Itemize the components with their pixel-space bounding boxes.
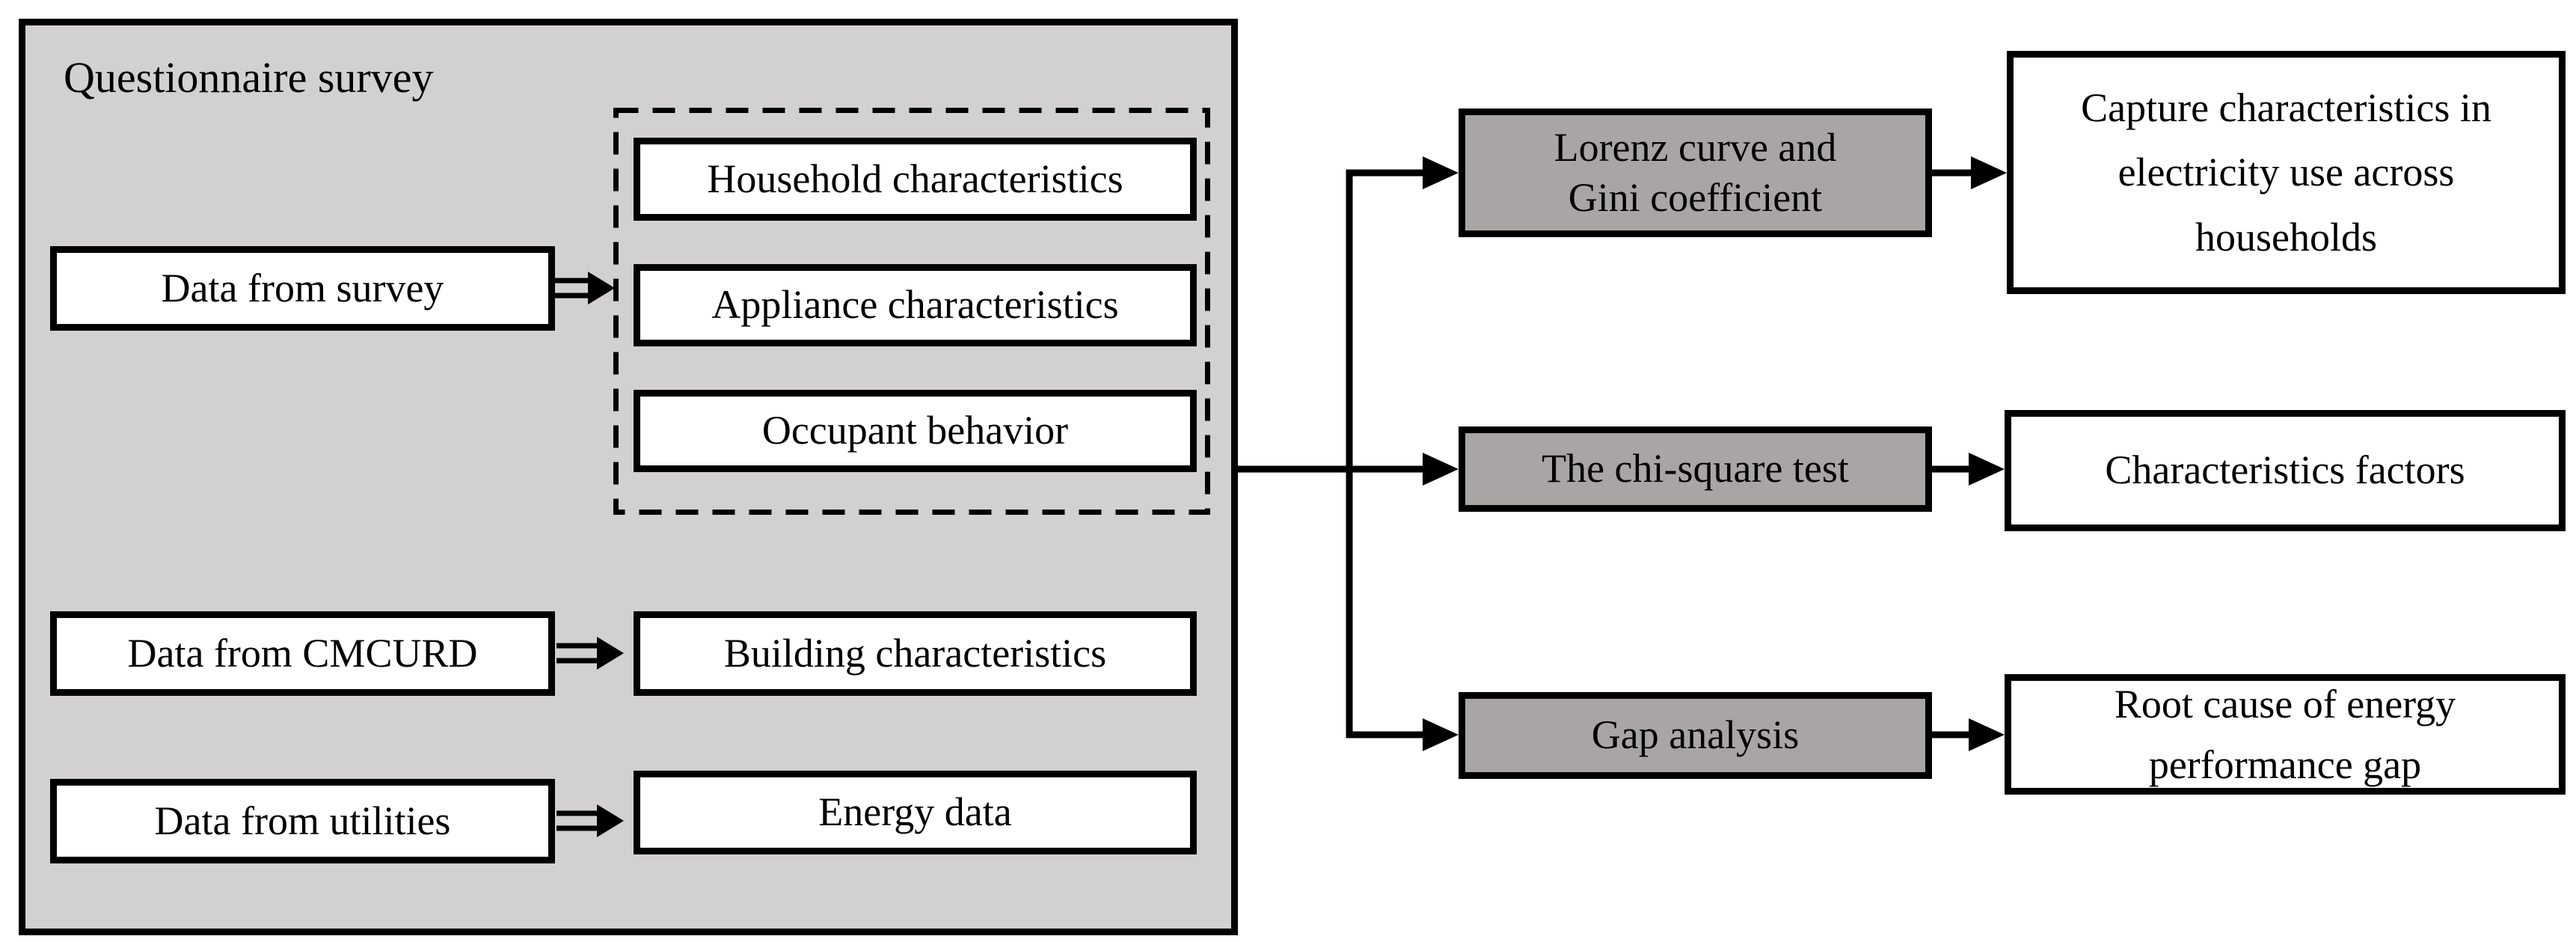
box-gap-analysis: Gap analysis — [1459, 692, 1932, 779]
dashed-group-border — [613, 108, 1210, 515]
arrowhead-middle-icon — [1423, 453, 1459, 486]
chi-arrowhead-icon — [1969, 453, 2005, 486]
box-occupant-behavior: Occupant behavior — [634, 390, 1197, 472]
gap-arrowhead-icon — [1969, 718, 2005, 751]
box-energy-data: Energy data — [634, 771, 1197, 854]
box-data-from-survey: Data from survey — [50, 246, 555, 331]
arrowhead-bottom-icon — [1423, 718, 1459, 751]
box-capture-characteristics: Capture characteristics in electricity u… — [2007, 51, 2566, 294]
box-appliance-characteristics: Appliance characteristics — [634, 264, 1197, 346]
double-arrow-icon — [548, 272, 615, 305]
lorenz-arrowhead-icon — [1971, 156, 2007, 189]
box-household-characteristics: Household characteristics — [634, 138, 1197, 221]
box-data-from-utilities: Data from utilities — [50, 779, 555, 863]
box-chi-square-test: The chi-square test — [1459, 426, 1932, 512]
box-characteristics-factors: Characteristics factors — [2005, 410, 2566, 531]
double-arrow-icon — [556, 637, 624, 670]
arrowhead-top-icon — [1423, 156, 1459, 189]
double-arrow-icon — [556, 804, 624, 837]
box-data-from-cmcurd: Data from CMCURD — [50, 611, 555, 696]
questionnaire-survey-title: Questionnaire survey — [64, 53, 434, 102]
box-building-characteristics: Building characteristics — [634, 611, 1197, 696]
trunk-connector — [1238, 169, 1353, 738]
box-lorenz-gini: Lorenz curve and Gini coefficient — [1459, 108, 1932, 237]
box-root-cause: Root cause of energy performance gap — [2005, 674, 2566, 795]
